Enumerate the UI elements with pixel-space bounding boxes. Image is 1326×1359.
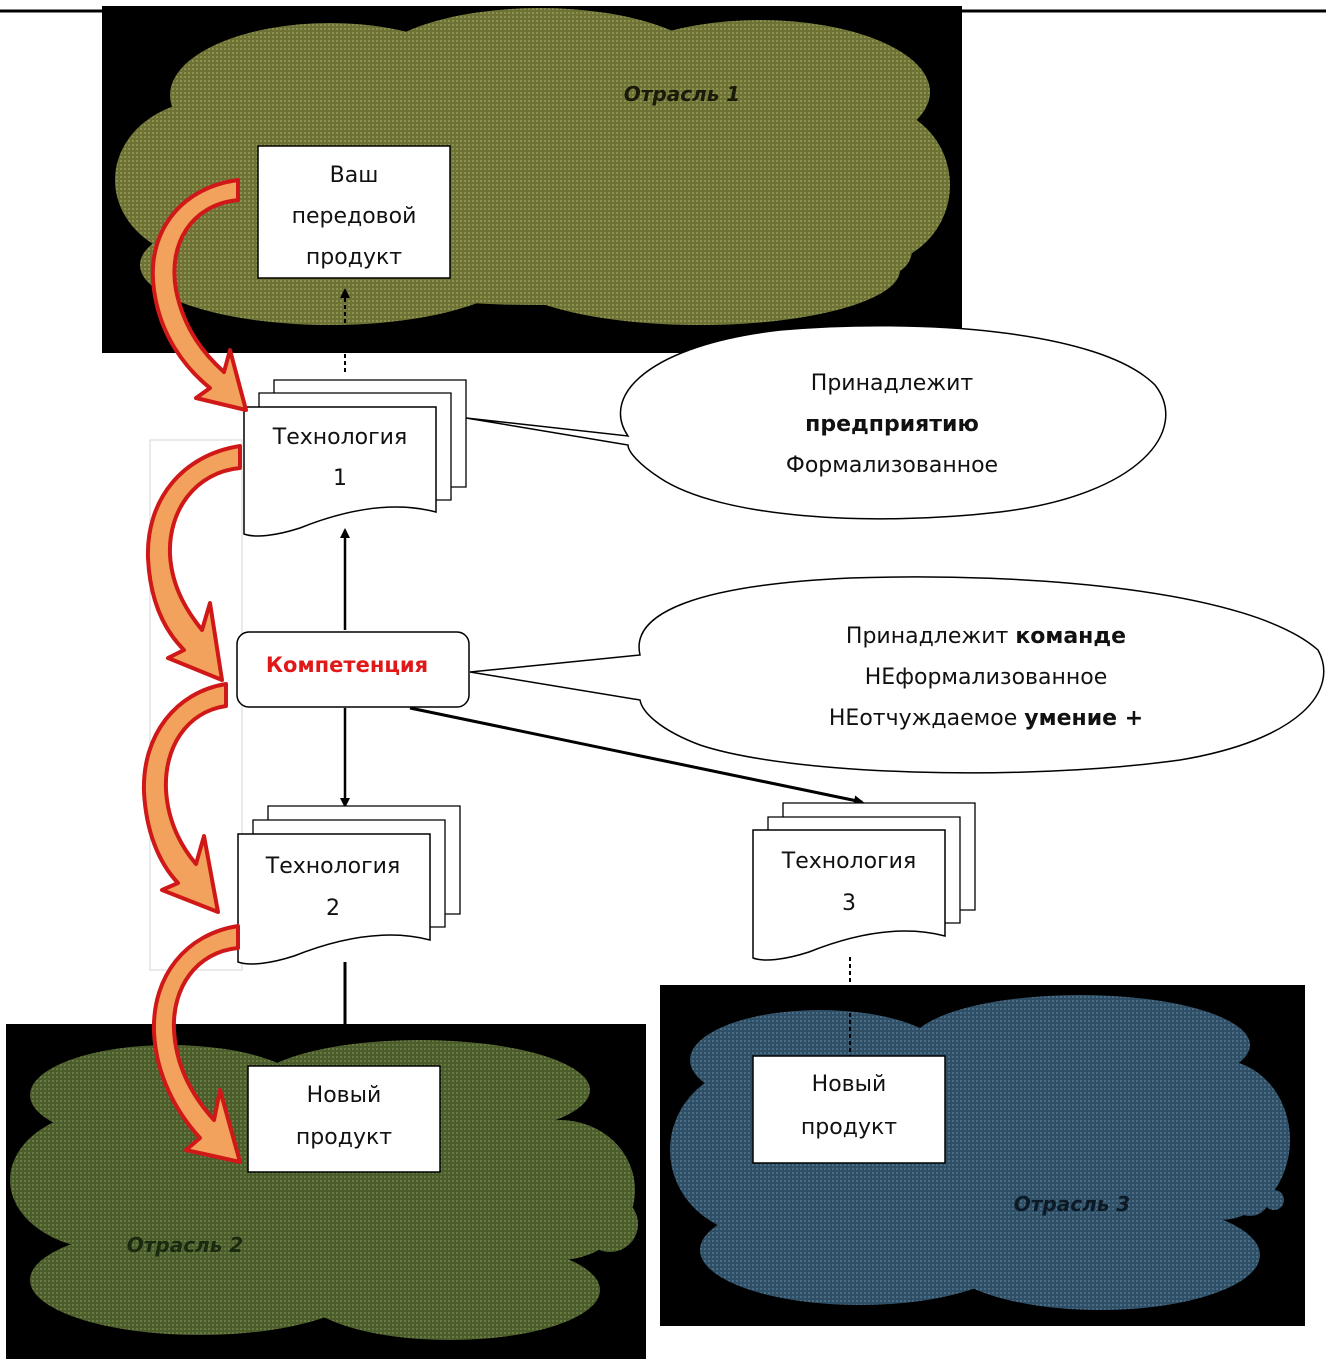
technology-1-stack: Технология 1 [243,379,467,537]
industry-2-label: Отрасль 2 [127,1233,243,1257]
product-advanced-line-2: передовой [292,204,417,229]
competence-label: Компетенция [266,653,428,677]
industry-3-cloud [670,995,1290,1310]
product-advanced-line-1: Ваш [330,163,379,188]
industry-3-label: Отрасль 3 [1014,1192,1130,1216]
callout-competence-line-3: НЕотчуждаемое умение + [829,706,1143,731]
curved-arrow-3 [141,682,228,914]
callout-technology-line-2: предприятию [805,412,979,437]
industry-1-cloud [115,8,950,325]
product-new-3-line-2: продукт [801,1115,897,1140]
technology-2-line-1: Технология [265,854,400,879]
callout-competence-line-2: НЕформализованное [865,665,1107,690]
curved-arrow-2 [145,444,242,682]
callout-competence: Принадлежит команде НЕформализованное НЕ… [469,576,1325,774]
callout-technology: Принадлежит предприятию Формализованное [465,325,1167,520]
technology-1-line-2: 1 [333,466,347,491]
technology-2-line-2: 2 [326,896,340,921]
technology-2-stack: Технология 2 [237,805,461,965]
callout-competence-line-3-normal: НЕотчуждаемое [829,706,1024,731]
callout-technology-line-3: Формализованное [786,453,998,478]
connectors [340,288,864,1056]
callout-competence-line-1: Принадлежит команде [846,624,1126,649]
callout-competence-line-1-normal: Принадлежит [846,624,1015,649]
industry-2-small-bubbles [572,1196,638,1252]
product-advanced-line-3: продукт [306,245,402,270]
industry-1-label: Отрасль 1 [624,82,740,106]
curved-arrow-1 [150,178,248,412]
callout-competence-line-3-bold: умение + [1024,706,1143,731]
industry-3-small-bubbles [1230,1176,1284,1216]
product-new-2-line-2: продукт [296,1125,392,1150]
curved-arrow-4 [151,924,242,1164]
technology-3-line-2: 3 [842,891,856,916]
product-new-3-box: Новый продукт [752,1055,946,1164]
callout-technology-line-1: Принадлежит [811,371,974,396]
product-new-2-box: Новый продукт [247,1065,441,1173]
industry-1-small-bubbles [837,222,912,274]
technology-1-line-1: Технология [272,425,407,450]
product-new-2-line-1: Новый [307,1083,382,1108]
product-advanced-box: Ваш передовой продукт [257,145,451,279]
technology-3-line-1: Технология [781,849,916,874]
competence-box: Компетенция [236,631,470,708]
callout-competence-line-1-bold: команде [1015,624,1126,649]
industry-2-cloud [10,1040,635,1340]
curved-arrows [141,178,248,1164]
technology-3-stack: Технология 3 [752,802,976,961]
product-new-3-line-1: Новый [812,1072,887,1097]
